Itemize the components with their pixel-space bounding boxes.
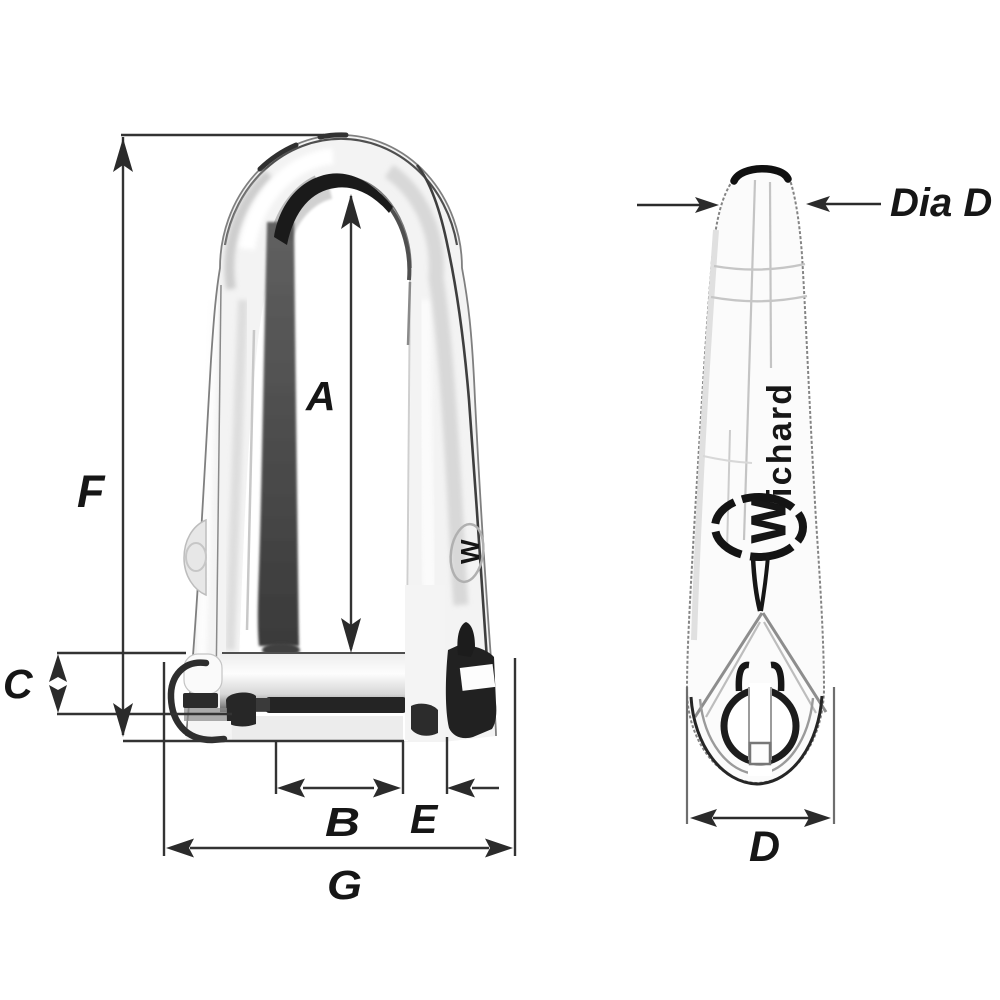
svg-text:Dia D: Dia D xyxy=(890,181,992,225)
svg-text:D: D xyxy=(749,823,780,871)
svg-text:B: B xyxy=(325,799,360,845)
svg-text:W: W xyxy=(455,539,485,564)
svg-text:G: G xyxy=(327,862,362,908)
svg-text:C: C xyxy=(3,661,34,707)
svg-text:F: F xyxy=(77,466,106,517)
svg-text:ichard: ichard xyxy=(761,382,799,497)
svg-text:W: W xyxy=(743,497,796,543)
svg-text:A: A xyxy=(305,373,336,419)
svg-text:E: E xyxy=(410,796,439,842)
